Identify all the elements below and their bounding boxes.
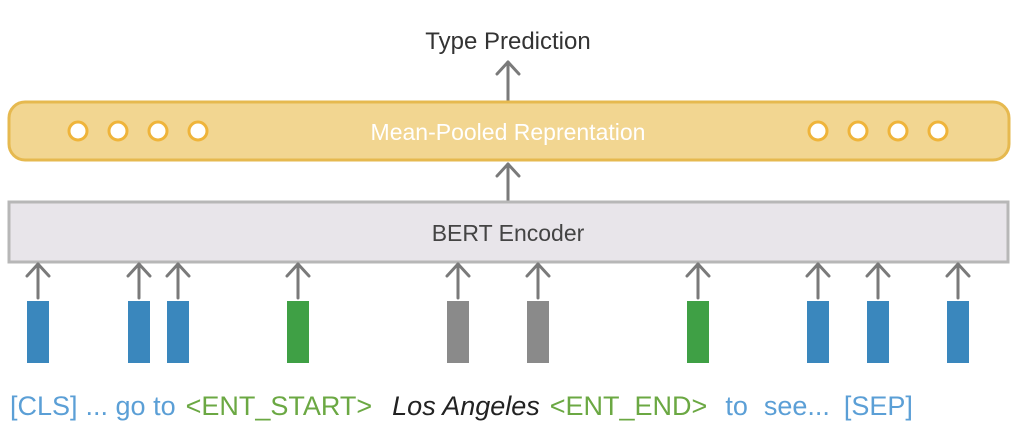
token-embedding-blue: [947, 301, 969, 363]
token-ent-start: <ENT_START>: [186, 391, 373, 421]
mean-pooled-box: [7, 100, 1011, 162]
token-sep: [SEP]: [844, 391, 913, 421]
token-embedding-blue: [807, 301, 829, 363]
pooled-dots-left: [67, 120, 209, 142]
token-arrow: [126, 262, 152, 300]
top-arrow: [495, 60, 521, 102]
token-see: see...: [764, 391, 830, 421]
token-arrow: [285, 262, 311, 300]
token-embeddings: [25, 262, 971, 363]
input-sentence: [CLS] ... go to <ENT_START> Los Angeles <ENT…: [10, 391, 913, 421]
token-embedding-blue: [128, 301, 150, 363]
type-prediction-label: Type Prediction: [425, 28, 590, 55]
token-cls: [CLS]: [10, 391, 78, 421]
token-arrow: [865, 262, 891, 300]
middle-arrow: [495, 162, 521, 202]
token-arrow: [445, 262, 471, 300]
token-arrow: [25, 262, 51, 300]
token-embedding-green: [687, 301, 709, 363]
token-embedding-green: [287, 301, 309, 363]
token-embedding-gray: [527, 301, 549, 363]
token-arrow: [165, 262, 191, 300]
bert-encoder-box: [7, 200, 1010, 264]
token-arrow: [805, 262, 831, 300]
token-los-angeles: Los Angeles: [392, 391, 540, 421]
token-embedding-gray: [447, 301, 469, 363]
token-arrow: [945, 262, 971, 300]
token-arrow: [685, 262, 711, 300]
bert-encoder-label: BERT Encoder: [432, 220, 585, 246]
token-embedding-blue: [167, 301, 189, 363]
token-go-to: ... go to: [86, 391, 176, 421]
token-to: to: [725, 391, 748, 421]
pooled-dots-right: [807, 120, 949, 142]
token-arrow: [525, 262, 551, 300]
token-embedding-blue: [27, 301, 49, 363]
mean-pooled-label: Mean-Pooled Reprentation: [371, 119, 646, 145]
token-ent-end: <ENT_END>: [550, 391, 708, 421]
token-embedding-blue: [867, 301, 889, 363]
